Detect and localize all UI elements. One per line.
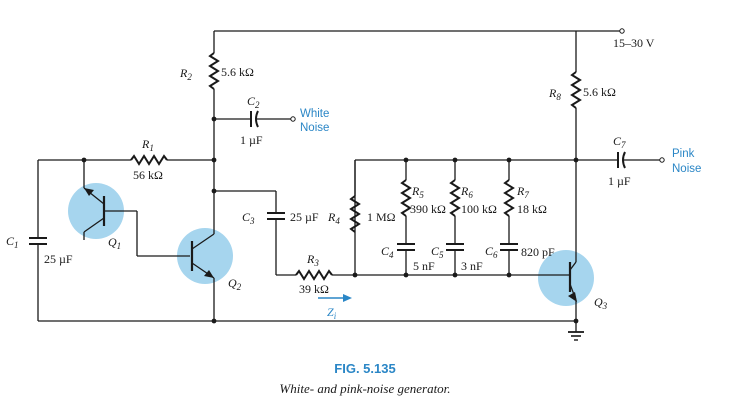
- resistor-r6: [449, 179, 461, 217]
- capacitor-c1: [29, 237, 47, 245]
- q1-highlight: [68, 183, 124, 239]
- resistor-r4: [349, 195, 361, 233]
- supply-rail: [214, 28, 625, 34]
- r3-value: 39 kΩ: [299, 282, 329, 296]
- white-noise-label-line1: White: [300, 108, 329, 120]
- c1-value: 25 µF: [44, 252, 73, 266]
- c3-label: C3: [242, 210, 255, 226]
- zi-label: Zi: [327, 305, 337, 321]
- r2-label: R2: [179, 66, 192, 82]
- resistor-r5: [400, 179, 412, 217]
- c4-label: C4: [381, 244, 394, 260]
- resistor-r8: [570, 71, 582, 109]
- resistor-r1: [130, 154, 168, 166]
- white-noise-terminal: [290, 116, 296, 122]
- capacitor-c5: [446, 243, 464, 251]
- white-noise-label-line2: Noise: [300, 122, 329, 134]
- c5-value: 3 nF: [461, 259, 483, 273]
- c6-value: 820 pF: [521, 245, 555, 259]
- r7-label: R7: [516, 184, 529, 200]
- r7-value: 18 kΩ: [517, 202, 547, 216]
- capacitor-c3: [267, 212, 285, 220]
- figure-number: FIG. 5.135: [334, 361, 395, 376]
- q2-label: Q2: [228, 276, 242, 292]
- figure-caption: White- and pink-noise generator.: [279, 381, 450, 396]
- resistor-r7: [503, 179, 515, 217]
- transistor-q1: [83, 160, 137, 240]
- c2-value: 1 µF: [240, 133, 263, 147]
- q3-highlight: [538, 250, 594, 306]
- c6-label: C6: [485, 244, 498, 260]
- r6-value: 100 kΩ: [461, 202, 497, 216]
- pink-noise-label-line2: Noise: [672, 163, 701, 175]
- capacitor-c6: [500, 243, 518, 251]
- r5-label: R5: [411, 184, 424, 200]
- r2-value: 5.6 kΩ: [221, 65, 254, 79]
- supply-terminal: [619, 28, 625, 34]
- r4-label: R4: [327, 210, 340, 226]
- ground-icon: [568, 331, 584, 341]
- r5-value: 390 kΩ: [410, 202, 446, 216]
- supply-label: 15–30 V: [613, 36, 655, 50]
- resistor-r3: [295, 269, 333, 281]
- c7-value: 1 µF: [608, 174, 631, 188]
- q3-label: Q3: [594, 295, 608, 311]
- r8-label: R8: [548, 86, 561, 102]
- r6-label: R6: [460, 184, 473, 200]
- r1-value: 56 kΩ: [133, 168, 163, 182]
- transistor-q2: [190, 160, 215, 321]
- c7-label: C7: [613, 134, 626, 150]
- zi-arrow: [318, 294, 352, 302]
- c5-label: C5: [431, 244, 444, 260]
- capacitor-c4: [397, 243, 415, 251]
- pink-noise-label-line1: Pink: [672, 148, 695, 160]
- transistor-q3: [568, 261, 577, 332]
- r8-value: 5.6 kΩ: [583, 85, 616, 99]
- pink-noise-terminal: [659, 157, 665, 163]
- q1-label: Q1: [108, 235, 121, 251]
- c1-label: C1: [6, 234, 19, 250]
- resistor-r2: [208, 52, 220, 90]
- c4-value: 5 nF: [413, 259, 435, 273]
- c3-value: 25 µF: [290, 210, 319, 224]
- r3-label: R3: [306, 252, 319, 268]
- c2-label: C2: [247, 94, 260, 110]
- r1-label: R1: [141, 137, 154, 153]
- r4-value: 1 MΩ: [367, 210, 396, 224]
